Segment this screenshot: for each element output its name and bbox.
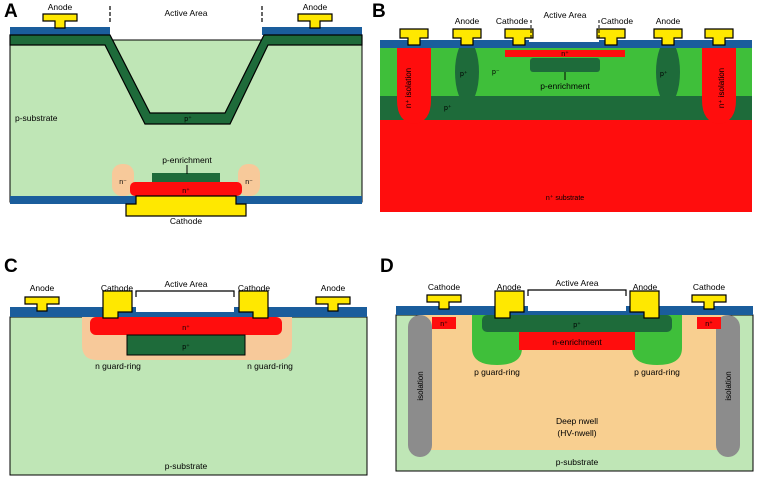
- panel-b-p-enrichment: [530, 58, 600, 72]
- panel-d: D isolation isolation p⁺ n-enrichment n⁺…: [380, 256, 754, 472]
- panel-a-oxide-left: [10, 27, 110, 35]
- panel-a-anode-right-label: Anode: [303, 2, 328, 12]
- panel-d-anode-right-label: Anode: [633, 282, 658, 292]
- panel-d-anode-right-pad: [629, 290, 660, 319]
- panel-a-anode-left-label: Anode: [48, 2, 73, 12]
- panel-a-p-substrate-label: p-substrate: [15, 113, 58, 123]
- panel-b-n-plus-top: [505, 50, 625, 57]
- panel-b-isolation-right-label: n⁺ isolation: [717, 68, 726, 108]
- panel-d-isolation-left-label: isolation: [416, 371, 425, 400]
- panel-c-letter: C: [4, 256, 18, 277]
- panel-b-isolation-right: [702, 48, 736, 124]
- panel-c-anode-left-label: Anode: [30, 283, 55, 293]
- panel-d-letter: D: [380, 256, 394, 277]
- panel-b-anode-left-label: Anode: [455, 16, 480, 26]
- panel-a-cathode-label: Cathode: [170, 216, 202, 226]
- panel-b-p-enrichment-label: p-enrichment: [540, 81, 590, 91]
- panel-d-active-area-label: Active Area: [556, 278, 599, 288]
- panel-d-guard-right-label: p guard-ring: [634, 367, 680, 377]
- panel-a-p-enrichment: [152, 173, 220, 183]
- panel-d-active-bracket: [527, 289, 627, 296]
- panel-a-p-enrichment-label: p-enrichment: [162, 155, 212, 165]
- panel-a-n-minus-left: [112, 164, 134, 196]
- panel-b-anode-right-label: Anode: [656, 16, 681, 26]
- panel-d-n-plus-right-label: n⁺: [705, 320, 713, 328]
- panel-d-n-plus-left: [432, 317, 456, 329]
- panel-a-cathode-pad: [125, 195, 247, 217]
- panel-b-p-plus-layer: [380, 96, 752, 120]
- panel-b-isolation-left: [397, 48, 431, 124]
- panel-c-active-area-label: Active Area: [165, 279, 208, 289]
- panel-b-p-minus-label: p⁻: [492, 69, 500, 76]
- panel-d-p-plus-label: p⁺: [573, 321, 581, 329]
- panel-d-cathode-left-label: Cathode: [428, 282, 460, 292]
- panel-d-n-enrichment: [519, 332, 635, 350]
- panel-d-guard-left-label: p guard-ring: [474, 367, 520, 377]
- panel-b-cathode-right-label: Cathode: [601, 16, 633, 26]
- panel-b: B n⁺ p-enrichment Anode Cathode Active A…: [372, 1, 752, 212]
- panel-d-anode-left-label: Anode: [497, 282, 522, 292]
- panel-b-letter: B: [372, 1, 386, 22]
- panel-b-p-plus-finger-right: [656, 40, 680, 104]
- panel-a-p-plus-label: p⁺: [184, 115, 192, 123]
- panel-d-isolation-left: [408, 315, 432, 457]
- panel-b-n-plus-top-label: n⁺: [561, 50, 569, 58]
- panel-c-p-plus-label: p⁺: [182, 343, 190, 351]
- panel-c-anode-right-label: Anode: [321, 283, 346, 293]
- panel-a: A Anode Anode Active Area p⁺ p-substrate…: [4, 1, 363, 226]
- panel-d-p-substrate-label: p-substrate: [556, 457, 599, 467]
- panel-b-oxide: [380, 40, 752, 48]
- panel-c-cathode-left-pad: [102, 290, 133, 319]
- panel-d-deep-nwell-label: Deep nwell: [556, 416, 598, 426]
- panel-b-p-plus-right-label: p⁺: [660, 70, 668, 78]
- panel-c: C n⁺ p⁺ Anode Cathode Active Area Cathod…: [4, 256, 368, 476]
- panel-c-guard-right-label: n guard-ring: [247, 361, 293, 371]
- panel-a-active-area-label: Active Area: [165, 8, 208, 18]
- panel-d-n-plus-left-label: n⁺: [440, 320, 448, 328]
- panel-a-oxide-right: [262, 27, 362, 35]
- panel-d-isolation-right: [716, 315, 740, 457]
- panel-a-n-minus-right: [238, 164, 260, 196]
- panel-a-anode-right-pad: [297, 13, 333, 29]
- panel-a-n-minus-right-label: n⁻: [245, 179, 253, 186]
- panel-c-cathode-right-label: Cathode: [238, 283, 270, 293]
- panel-a-anode-left-pad: [42, 13, 78, 29]
- panel-c-n-plus: [90, 317, 282, 335]
- panel-d-anode-left-pad: [494, 290, 525, 319]
- panel-c-cathode-left-label: Cathode: [101, 283, 133, 293]
- panel-b-cathode-left-label: Cathode: [496, 16, 528, 26]
- panel-c-p-substrate-label: p-substrate: [165, 461, 208, 471]
- panel-a-n-minus-left-label: n⁻: [119, 179, 127, 186]
- panel-c-active-window: [136, 300, 234, 312]
- panel-d-n-plus-right: [697, 317, 721, 329]
- panel-d-n-enrichment-label: n-enrichment: [552, 337, 602, 347]
- panel-a-n-plus: [130, 182, 242, 196]
- panel-c-guard-left-label: n guard-ring: [95, 361, 141, 371]
- panel-b-active-area-label: Active Area: [544, 10, 587, 20]
- panel-a-n-plus-label: n⁺: [182, 187, 190, 195]
- panel-b-active-window: [529, 32, 599, 42]
- panel-a-p-plus-layer: [9, 34, 363, 125]
- panel-d-p-plus: [482, 315, 672, 332]
- panel-c-active-bracket: [135, 290, 235, 297]
- panel-b-p-plus-bottom-label: p⁺: [444, 104, 452, 112]
- panel-c-p-plus: [126, 334, 246, 356]
- panel-b-p-plus-left-label: p⁺: [460, 70, 468, 78]
- panel-b-isolation-left-label: n⁺ isolation: [404, 68, 413, 108]
- panel-d-active-window: [528, 299, 626, 311]
- panel-b-p-plus-finger-left: [455, 40, 479, 104]
- panel-d-cathode-right-label: Cathode: [693, 282, 725, 292]
- panel-a-letter: A: [4, 1, 18, 22]
- panel-d-isolation-right-label: isolation: [724, 371, 733, 400]
- panel-d-hv-nwell-label: (HV-nwell): [557, 428, 596, 438]
- panel-c-n-plus-label: n⁺: [182, 324, 190, 332]
- panel-c-cathode-right-pad: [238, 290, 269, 319]
- panel-b-n-substrate-label: n⁺ substrate: [546, 194, 584, 202]
